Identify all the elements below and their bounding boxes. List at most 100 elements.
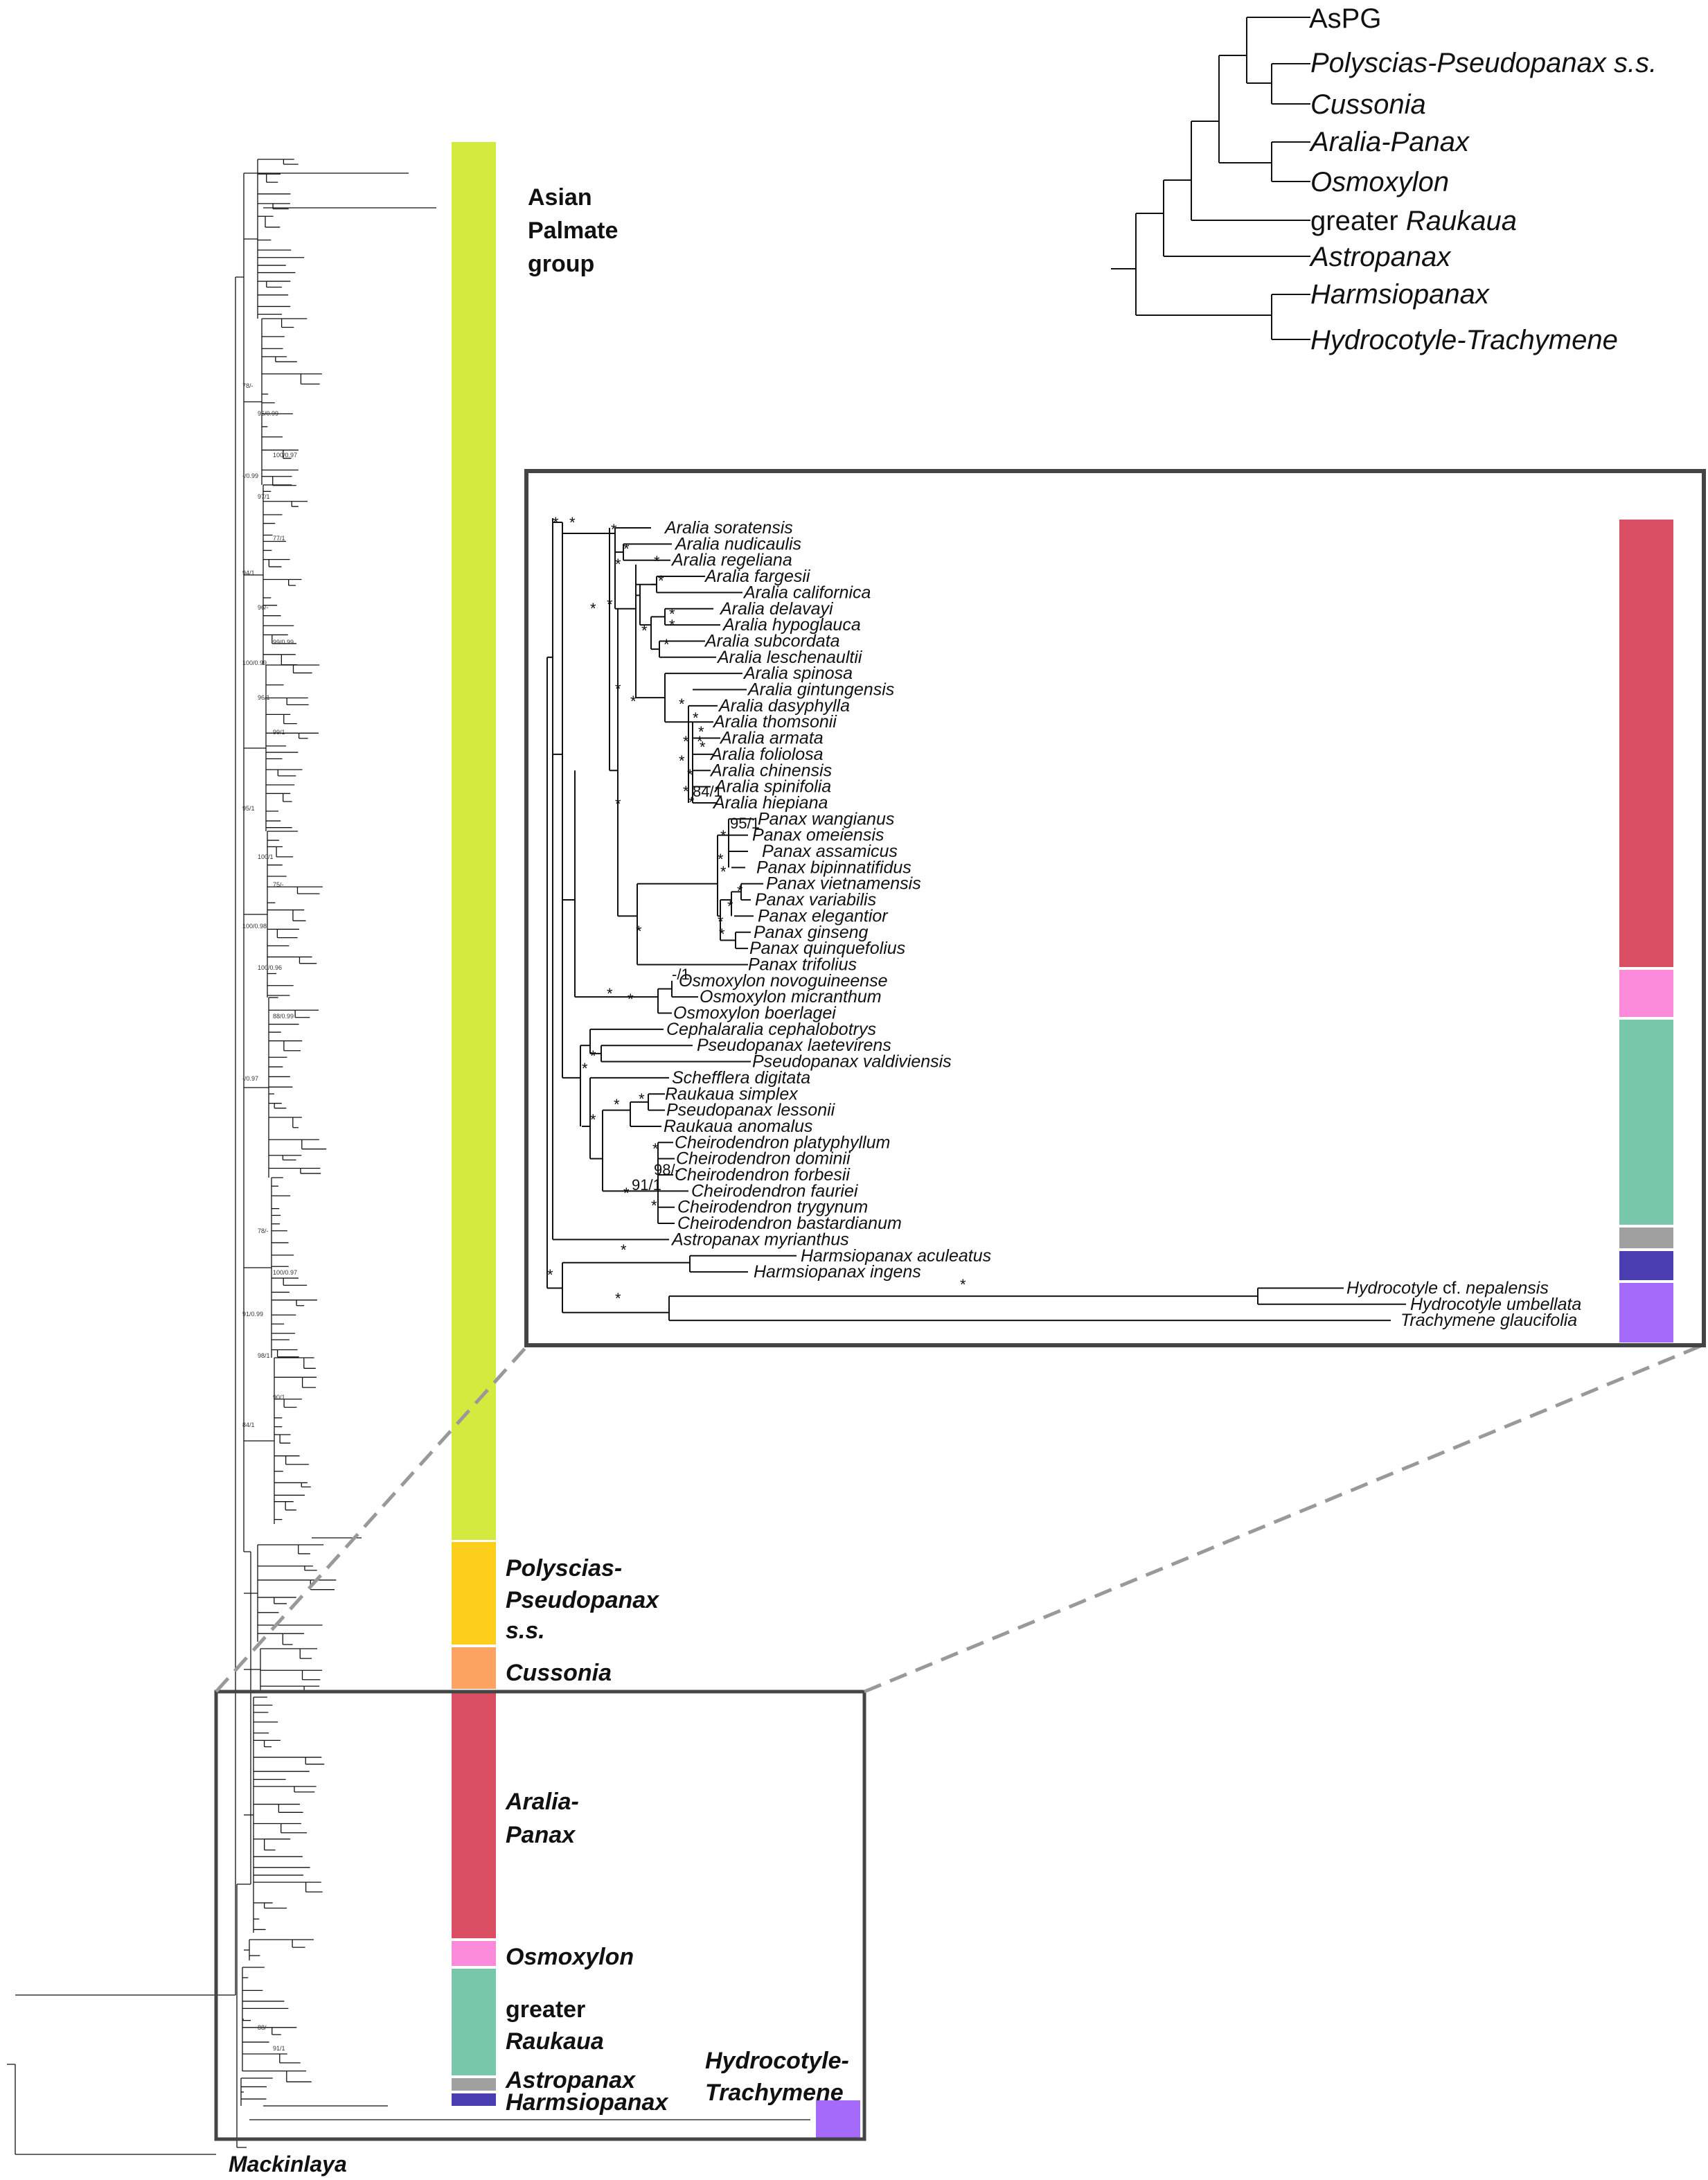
inset-support-star: * xyxy=(582,1060,588,1077)
inset-support-star: * xyxy=(718,851,724,868)
inset-support-value: 98/- xyxy=(654,1161,680,1178)
inset-support-star: * xyxy=(621,1241,627,1259)
label-harmsiopanax: Harmsiopanax xyxy=(506,2089,669,2116)
summary-label-cussonia: Cussonia xyxy=(1310,89,1426,120)
inset-taxon: Aralia dasyphylla xyxy=(718,696,850,716)
inset-support-star: * xyxy=(590,1047,596,1065)
inset-taxon: Hydrocotyle umbellata xyxy=(1410,1295,1581,1314)
inset-support-star: * xyxy=(615,556,621,573)
label-cussonia: Cussonia xyxy=(506,1660,612,1686)
inset-support-star: * xyxy=(615,795,621,813)
inset-support-star: * xyxy=(718,913,724,930)
inset-support-value: 91/1 xyxy=(632,1176,661,1194)
inset-taxon: Astropanax myrianthus xyxy=(670,1230,849,1249)
tree-support-value: 100/0.97 xyxy=(273,1269,297,1276)
inset-support-value: 95/1 xyxy=(730,815,760,832)
full-phylogeny-branches xyxy=(7,159,817,2155)
inset-support-star: * xyxy=(658,572,664,590)
tree-branch xyxy=(281,318,308,328)
full-phylogeny-supports: 78/-96/0.99100/0.97-/0.9997/177/194/196/… xyxy=(242,382,297,2052)
summary-label-aralia-panax: Aralia-Panax xyxy=(1309,127,1470,157)
inset-bar-harmsiopanax xyxy=(1619,1251,1673,1280)
tree-branch xyxy=(299,1648,318,1659)
inset-taxon: Panax vietnamensis xyxy=(766,874,921,894)
inset-taxon: Cheirodendron forbesii xyxy=(675,1165,851,1185)
tree-branch xyxy=(263,1739,281,1748)
inset-support-star: * xyxy=(615,680,621,698)
inset-taxon: Panax wangianus xyxy=(758,809,894,828)
inset-supports: ****************************************… xyxy=(547,514,966,1307)
inset-branches xyxy=(546,518,1406,1322)
inset-support-star: * xyxy=(960,1276,966,1293)
inset-support-star: * xyxy=(607,985,613,1002)
inset-taxon: Panax bipinnatifidus xyxy=(756,858,911,877)
inset-support-star: * xyxy=(607,596,613,613)
inset-support-star: * xyxy=(611,521,617,538)
bar-hydrocotyle xyxy=(816,2100,860,2138)
tree-branch xyxy=(292,664,320,674)
tree-branch xyxy=(298,1544,324,1554)
label-hydrocotyle: Hydrocotyle- Trachymene xyxy=(705,2048,855,2106)
tree-support-value: 94/1 xyxy=(242,569,255,576)
tree-support-value: 75/- xyxy=(273,881,284,888)
tree-branch xyxy=(285,1501,296,1511)
tree-branch xyxy=(282,1633,305,1645)
inset-support-star: * xyxy=(687,766,693,783)
tree-branch xyxy=(281,654,298,666)
tree-branch xyxy=(283,159,299,165)
label-mackinlaya: Mackinlaya xyxy=(229,2152,347,2177)
tree-branch xyxy=(282,1155,302,1161)
tree-branch xyxy=(264,1838,291,1851)
inset-support-star: * xyxy=(654,553,660,570)
inset-support-star: * xyxy=(639,1090,645,1108)
inset-support-star: * xyxy=(615,1290,621,1307)
label-asian-palmate: Asian Palmate group xyxy=(528,184,625,277)
tree-branch xyxy=(303,1357,316,1369)
inset-support-star: * xyxy=(683,733,689,750)
inset-taxon: Aralia spinosa xyxy=(742,664,853,683)
tree-branch xyxy=(294,1009,319,1018)
full-phylogeny: 78/-96/0.99100/0.97-/0.9997/177/194/196/… xyxy=(7,159,817,2155)
inset-support-star: * xyxy=(553,514,559,531)
tree-branch xyxy=(301,1139,327,1150)
inset-taxon: Aralia armata xyxy=(719,729,824,748)
inset-support-star: * xyxy=(669,617,675,634)
tree-support-value: 91/1 xyxy=(273,2045,285,2052)
inset-taxon: Panax ginseng xyxy=(754,923,869,942)
tree-support-value: 97/1 xyxy=(258,493,270,500)
inset-support-star: * xyxy=(693,709,699,727)
tree-support-value: 78/- xyxy=(258,1228,269,1234)
inset-support-star: * xyxy=(700,738,706,756)
inset-taxon: Osmoxylon boerlagei xyxy=(673,1004,837,1023)
inset-taxon: Raukaua simplex xyxy=(665,1084,799,1104)
inset-support-star: * xyxy=(547,1266,553,1284)
tree-support-value: 90/1 xyxy=(273,1394,285,1401)
inset-support-star: * xyxy=(697,733,703,750)
tree-branch xyxy=(279,2053,301,2064)
tree-branch xyxy=(283,450,299,459)
label-astropanax: Astropanax xyxy=(505,2067,637,2093)
inset-taxon: Aralia nudicaulis xyxy=(674,534,801,553)
tree-branch xyxy=(276,846,294,858)
tree-branch xyxy=(301,1376,317,1388)
tree-branch xyxy=(7,1994,216,2155)
inset-taxon: Osmoxylon micranthum xyxy=(700,987,882,1007)
inset-support-star: * xyxy=(664,636,670,653)
inset-taxon: Aralia spinifolia xyxy=(713,777,831,797)
inset-taxon: Cephalaralia cephalobotrys xyxy=(666,1020,876,1039)
tree-support-value: 88/- xyxy=(258,2024,269,2031)
inset-bar-hydrocotyle xyxy=(1619,1283,1673,1342)
tree-branch xyxy=(272,634,297,644)
tree-support-value: 100/0.97 xyxy=(273,452,297,459)
tree-branch xyxy=(292,1939,314,1948)
summary-tree-branches xyxy=(1111,17,1310,340)
inset-support-star: * xyxy=(727,898,733,915)
tree-support-value: 95/1 xyxy=(242,805,255,812)
inset-taxon: Cheirodendron trygynum xyxy=(677,1198,868,1217)
inset-support-star: * xyxy=(614,1096,620,1113)
tree-support-value: 99/1 xyxy=(273,729,285,736)
inset-support-star: * xyxy=(628,991,634,1008)
tree-branch xyxy=(263,1902,287,1909)
summary-label-harmsiopanax: Harmsiopanax xyxy=(1310,279,1491,310)
